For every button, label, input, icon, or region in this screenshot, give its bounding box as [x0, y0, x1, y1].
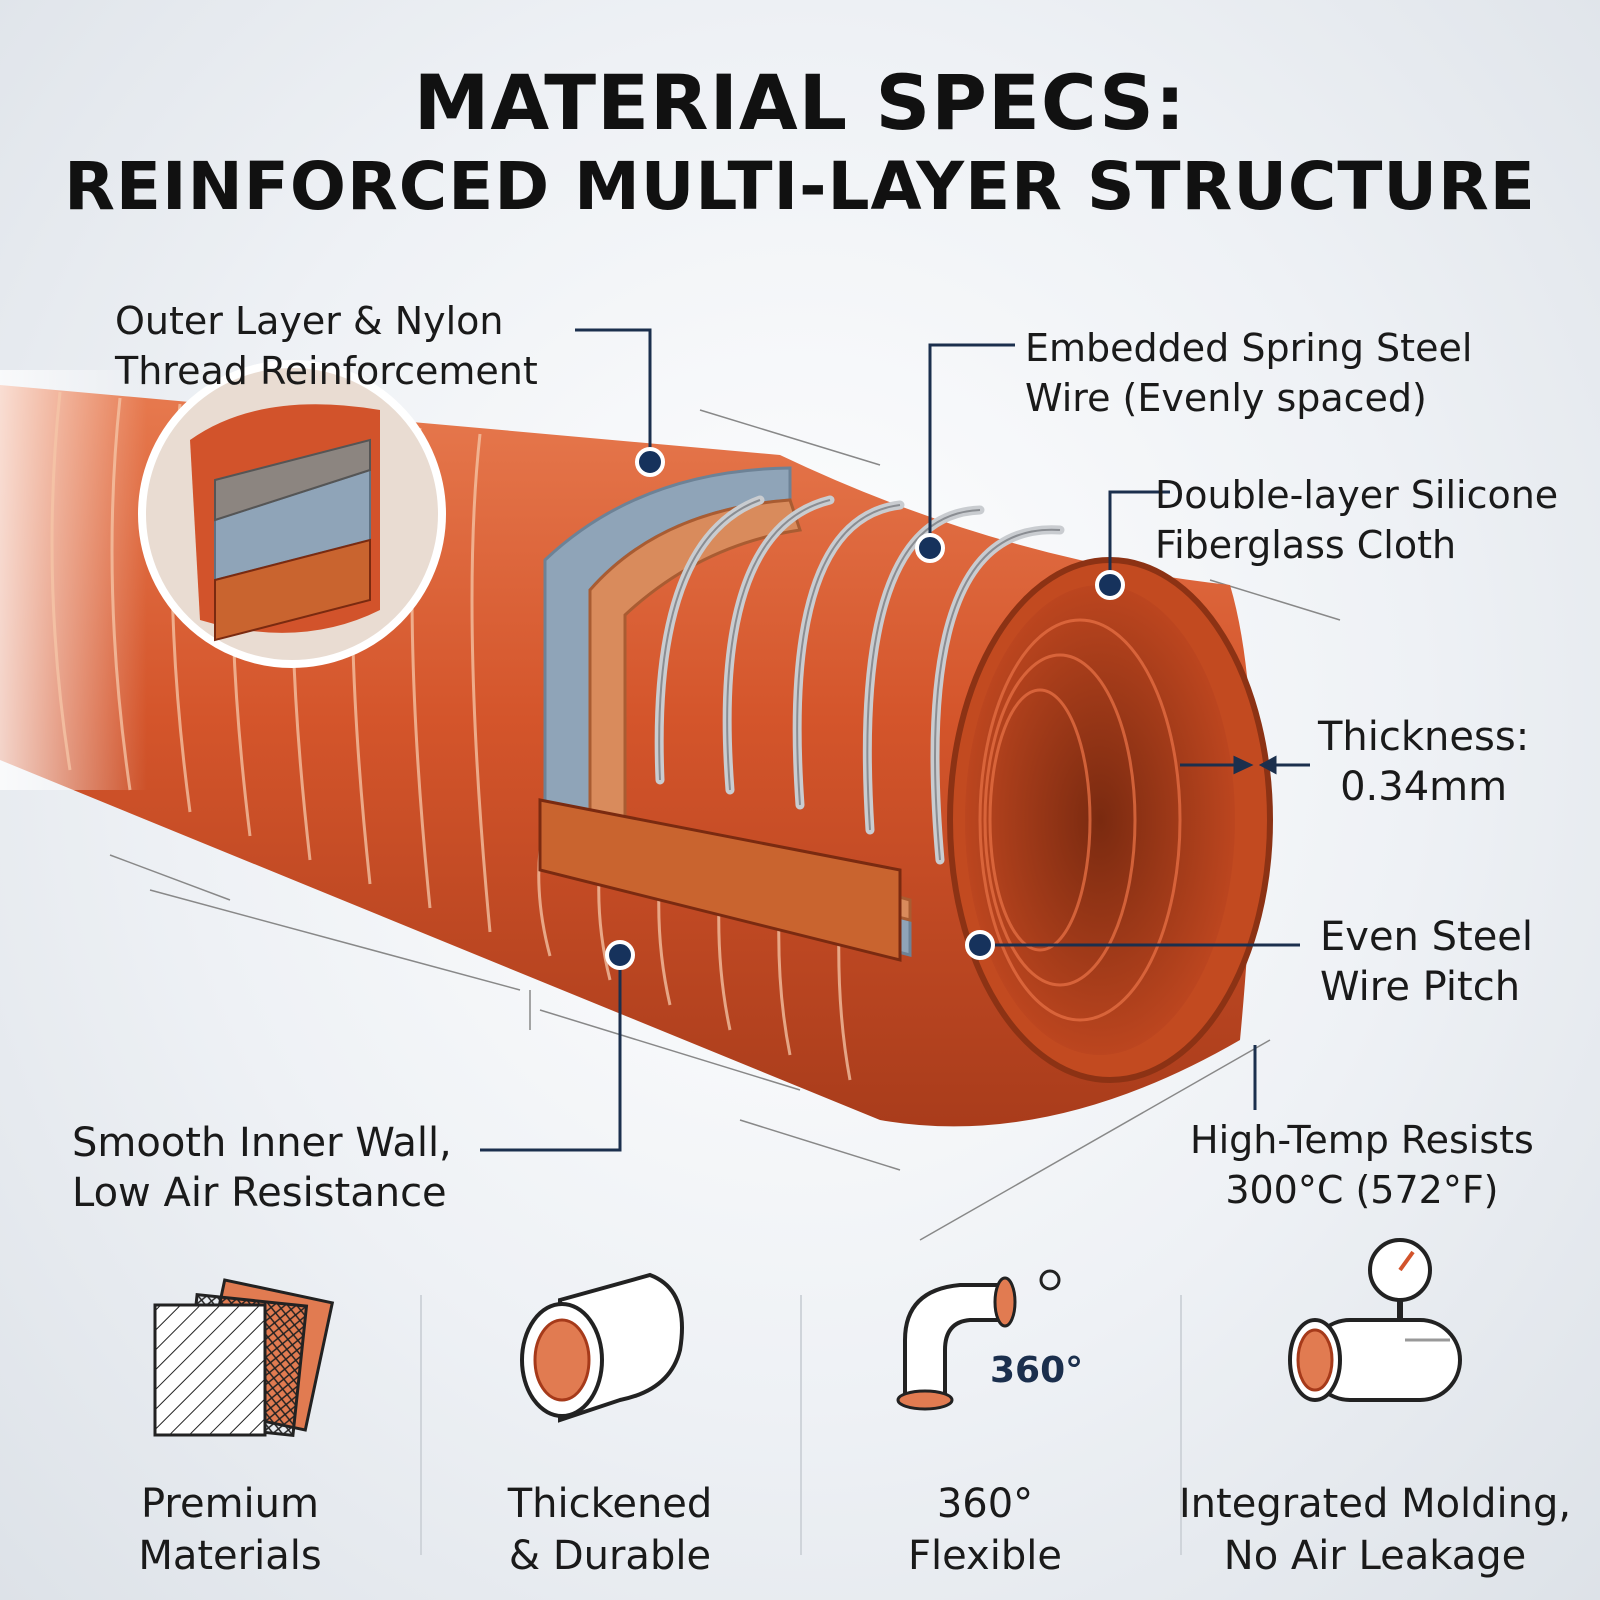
- orange-fiberglass-layer: [588, 498, 912, 922]
- feature-premium-materials-line2: Materials: [138, 1533, 322, 1579]
- feature-360-flexible: 360° Flexible: [820, 1478, 1150, 1582]
- callout-thickness-value: 0.34mm: [1340, 764, 1508, 810]
- callout-outer-layer: Outer Layer & Nylon Thread Reinforcement: [115, 296, 538, 396]
- feature-thickened-durable: Thickened & Durable: [445, 1478, 775, 1582]
- callout-fiberglass-line1: Double-layer Silicone: [1155, 473, 1559, 517]
- feature-360-flexible-line1: 360°: [936, 1481, 1034, 1527]
- callout-inner-wall: Smooth Inner Wall, Low Air Resistance: [72, 1118, 452, 1218]
- construction-lines: [109, 409, 1341, 1241]
- inner-ribs: [978, 618, 1182, 1022]
- callout-thickness: Thickness: 0.34mm: [1318, 712, 1529, 812]
- callout-wire-pitch: Even Steel Wire Pitch: [1320, 912, 1533, 1012]
- feature-integrated-molding-line2: No Air Leakage: [1223, 1533, 1527, 1579]
- leader-lines: [480, 328, 1300, 1152]
- callout-outer-layer-line1: Outer Layer & Nylon: [115, 299, 504, 343]
- callout-spring-wire-line1: Embedded Spring Steel: [1025, 326, 1473, 370]
- feature-divider-1: [420, 1295, 422, 1555]
- feature-divider-3: [1180, 1295, 1182, 1555]
- feature-premium-materials: Premium Materials: [65, 1478, 395, 1582]
- callout-dots: [605, 447, 1125, 970]
- feature-integrated-molding: Integrated Molding, No Air Leakage: [1170, 1478, 1580, 1582]
- callout-fiberglass-line2: Fiberglass Cloth: [1155, 523, 1457, 567]
- layer-detail-inset: [138, 360, 446, 668]
- callout-high-temp-line2: 300°C (572°F): [1225, 1168, 1499, 1212]
- thickness-arrows: [1180, 755, 1310, 775]
- callout-inner-wall-line2: Low Air Resistance: [72, 1170, 447, 1216]
- feature-divider-2: [800, 1295, 802, 1555]
- feature-integrated-molding-line1: Integrated Molding,: [1178, 1481, 1572, 1527]
- feature-thickened-durable-line2: & Durable: [508, 1533, 712, 1579]
- title-line-2: REINFORCED MULTI-LAYER STRUCTURE: [64, 148, 1536, 225]
- feature-360-flexible-line2: Flexible: [908, 1533, 1062, 1579]
- callout-high-temp-line1: High-Temp Resists: [1190, 1118, 1534, 1162]
- callout-fiberglass: Double-layer Silicone Fiberglass Cloth: [1155, 470, 1558, 570]
- feature-premium-materials-line1: Premium: [141, 1481, 319, 1527]
- callout-wire-pitch-line1: Even Steel: [1320, 914, 1534, 960]
- feature-thickened-durable-line1: Thickened: [507, 1481, 713, 1527]
- callout-spring-wire: Embedded Spring Steel Wire (Evenly space…: [1025, 323, 1472, 423]
- callout-inner-wall-line1: Smooth Inner Wall,: [72, 1120, 452, 1166]
- hose-opening-inner: [965, 585, 1235, 1055]
- outer-edge-layer: [538, 798, 902, 962]
- elbow-360-badge: 360°: [990, 1350, 1084, 1391]
- callout-thickness-line1: Thickness:: [1318, 714, 1530, 760]
- callout-outer-layer-line2: Thread Reinforcement: [115, 349, 538, 393]
- callout-high-temp: High-Temp Resists 300°C (572°F): [1190, 1115, 1534, 1215]
- callout-spring-wire-line2: Wire (Evenly spaced): [1025, 376, 1427, 420]
- title-line-1: MATERIAL SPECS:: [413, 58, 1187, 147]
- callout-wire-pitch-line2: Wire Pitch: [1320, 964, 1521, 1010]
